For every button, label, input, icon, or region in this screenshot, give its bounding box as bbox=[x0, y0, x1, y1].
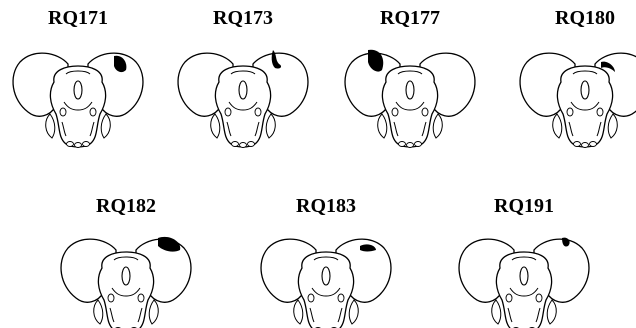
section-rq183 bbox=[261, 239, 391, 328]
section-rq173 bbox=[178, 50, 308, 148]
section-rq177 bbox=[345, 50, 475, 148]
section-rq171 bbox=[13, 53, 143, 147]
section-rq182 bbox=[61, 237, 191, 328]
section-rq191 bbox=[459, 238, 589, 328]
section-rq180 bbox=[520, 53, 636, 147]
